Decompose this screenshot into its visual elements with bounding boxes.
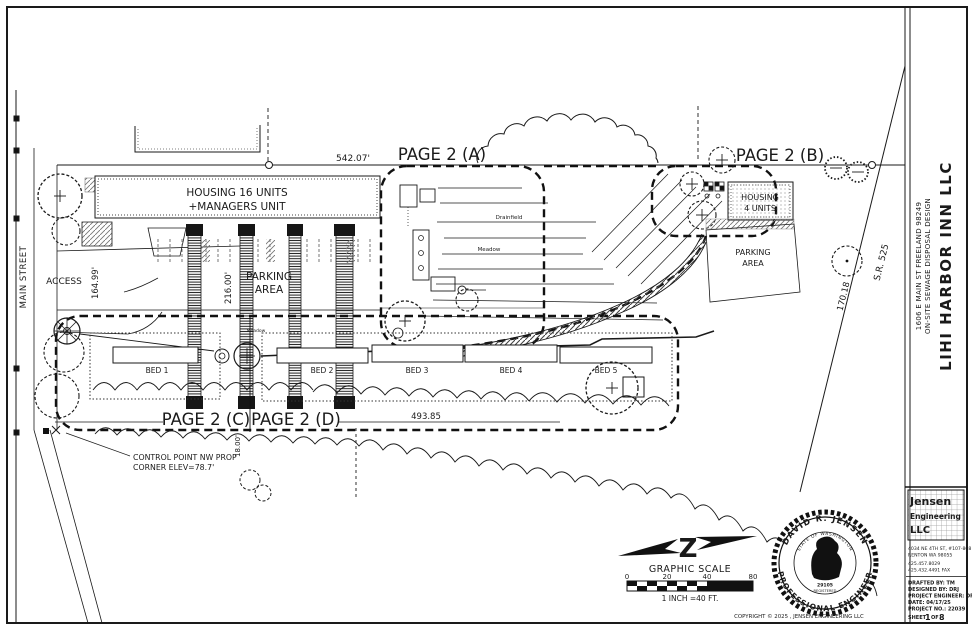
project-no: PROJECT NO.: 22039: [908, 607, 966, 613]
control-point-label-2: CORNER ELEV=78.7': [133, 463, 214, 472]
firm-address-1: 4034 NE 4TH ST, #107-808: [908, 546, 971, 552]
page-2d-label: PAGE 2 (D): [251, 410, 341, 429]
scale-title: GRAPHIC SCALE: [649, 564, 731, 575]
control-point-group: CONTROL POINT NW PROP CORNER ELEV=78.7': [43, 425, 237, 472]
meadow-label: Meadow: [478, 247, 501, 253]
parking-right-label-1: PARKING: [735, 248, 770, 257]
sheet-word: SHEET: [908, 615, 927, 621]
west-dim: 164.99': [91, 267, 101, 299]
firm-logo: [907, 489, 965, 541]
sheet-no: 1: [925, 613, 931, 622]
drainfield-group: Drainfield Meadow Meadow: [247, 173, 723, 334]
bed2-label: BED 2: [311, 366, 334, 375]
housing4-label-1: HOUSING: [741, 193, 779, 202]
main-street-label: MAIN STREET: [19, 245, 29, 308]
info-box: Jensen Engineering LLC 4034 NE 4TH ST, #…: [905, 486, 972, 622]
page-2a-label: PAGE 2 (A): [398, 145, 486, 164]
bed5-label: BED 5: [595, 366, 618, 375]
firm-logo-line1: Jensen: [909, 495, 951, 508]
property-lines: [57, 106, 905, 169]
conifer-tree-icon: [824, 156, 869, 183]
bed1-label: BED 1: [146, 366, 169, 375]
north-dim: 542.07': [336, 154, 370, 164]
stamp-number: 29105: [817, 583, 833, 589]
street-lines: [13, 90, 103, 624]
housing16-group: HOUSING 16 UNITS +MANAGERS UNIT: [81, 175, 381, 257]
parking-left-label-1: PARKING: [246, 271, 292, 283]
firm-logo-line2: Engineering: [910, 512, 961, 521]
bed-offset-dim: 18.00': [234, 435, 242, 457]
scale-tick-0: 0: [625, 573, 629, 581]
firm-phone: 425.457.8029: [908, 561, 940, 567]
road-group: [427, 233, 708, 361]
page-2c-label: PAGE 2 (C): [162, 410, 251, 429]
meadow-small-label: Meadow: [247, 328, 266, 334]
copyright-note: COPYRIGHT © 2025 , JENSEN ENGINEERING LL…: [734, 613, 864, 620]
parking-depth-dim: 216.00': [224, 272, 234, 304]
scale-note: 1 INCH =40 FT.: [662, 594, 719, 603]
beds-length-dim: 493.85: [411, 412, 441, 422]
beds-group: BED 1 BED 2 BED 3 BED 4 BED 5: [89, 332, 673, 407]
bed3-label: BED 3: [406, 366, 429, 375]
project-engineer: PROJECT ENGINEER: DRJ: [908, 594, 972, 600]
page-labels: PAGE 2 (A) PAGE 2 (B) PAGE 2 (C) PAGE 2 …: [55, 145, 824, 429]
tree-icon: [34, 146, 863, 502]
parking-right-label-2: AREA: [742, 259, 764, 268]
stamp-bust-icon: [811, 536, 842, 581]
scale-bar: GRAPHIC SCALE 0 20 40 80 1 INCH =40 FT.: [625, 564, 758, 603]
access-label: ACCESS: [46, 277, 82, 287]
client-title: LIHI HARBOR INN LLC: [937, 161, 955, 371]
drafted-by: DRAFTED BY: TM: [908, 581, 955, 587]
sr525-frontage-dim: 170.18: [836, 281, 853, 312]
sheet-total: 8: [939, 613, 945, 622]
housing4-label-2: 4 UNITS: [744, 204, 776, 213]
engineer-stamp: DAVID R. JENSEN STATE OF WASHINGTON PROF…: [771, 509, 879, 617]
designed-by: DESIGNED BY: DRJ: [908, 587, 959, 593]
scale-tick-40: 40: [703, 573, 712, 581]
scale-tick-80: 80: [749, 573, 758, 581]
housing16-label-2: +MANAGERS UNIT: [188, 201, 286, 213]
project-address: 1606 E MAIN ST FREELAND 98249: [915, 202, 923, 330]
tree-center-marks: [54, 154, 864, 394]
north-arrow-letter: Z: [679, 534, 698, 564]
title-strip: LIHI HARBOR INN LLC ON-SITE SEWAGE DISPO…: [915, 161, 955, 371]
firm-fax: 425.432.4491 FAX: [908, 568, 950, 574]
firm-address-2: RENTON WA 98055: [908, 553, 952, 559]
housing16-label-1: HOUSING 16 UNITS: [186, 187, 288, 199]
scale-tick-20: 20: [663, 573, 672, 581]
sr525-label: S.R. 525: [873, 243, 892, 282]
stamp-registered: REGISTERED: [814, 589, 837, 593]
bed4-label: BED 4: [500, 366, 523, 375]
sheet-of: OF: [931, 615, 939, 621]
sr525-group: S.R. 525 170.18: [799, 65, 906, 493]
drainfield-label: Drainfield: [496, 215, 523, 221]
parking-left-label-2: AREA: [255, 284, 284, 296]
date: DATE: 04/17/25: [908, 600, 951, 606]
page-2b-label: PAGE 2 (B): [736, 146, 824, 165]
trench-caps: [186, 224, 355, 409]
housing4-group: HOUSING 4 UNITS PARKING AREA: [703, 181, 801, 303]
project-title: ON-SITE SEWAGE DISPOSAL DESIGN: [924, 198, 932, 334]
dimension-labels: 542.07' MAIN STREET 164.99' 18.00': [19, 154, 370, 457]
firm-logo-line3: LLC: [910, 525, 930, 536]
control-point-label-1: CONTROL POINT NW PROP: [133, 453, 237, 462]
pump-station-icon: [703, 181, 725, 199]
tree-group: [34, 113, 878, 597]
slope-hatch-lines: [591, 173, 723, 285]
north-arrow-icon: Z: [618, 534, 757, 564]
